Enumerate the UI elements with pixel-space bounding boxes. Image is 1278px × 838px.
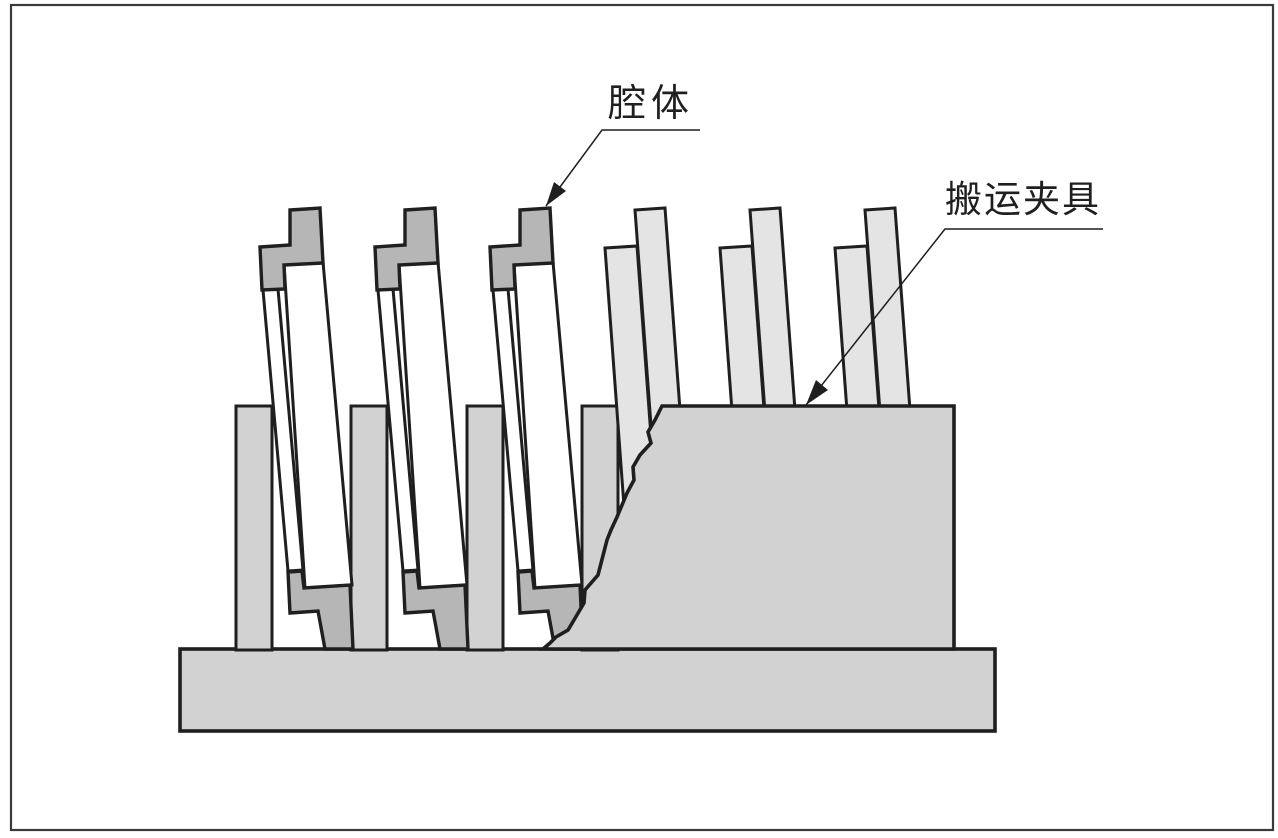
fixture-label: 搬运夹具	[945, 179, 1101, 220]
cavity-unit-1	[258, 206, 355, 651]
fixture-block	[538, 404, 956, 651]
divider-post-2	[349, 404, 389, 652]
fixture-arrowhead-icon	[806, 380, 828, 405]
fixture-leader-line	[805, 228, 1103, 406]
diagram-border	[9, 3, 1275, 832]
cavity-label: 腔体	[608, 83, 695, 125]
cavity-unit-2	[373, 206, 470, 651]
divider-posts	[234, 404, 620, 652]
divider-post-1	[234, 404, 274, 652]
divider-post-3	[465, 404, 505, 652]
fixture-leader	[805, 228, 1103, 406]
cavity-leader-line	[545, 129, 700, 207]
cavity-arrowhead-icon	[546, 182, 566, 206]
cavity-leader	[545, 129, 700, 207]
loaded-cavity-units	[258, 206, 585, 651]
base-plate	[178, 647, 997, 733]
